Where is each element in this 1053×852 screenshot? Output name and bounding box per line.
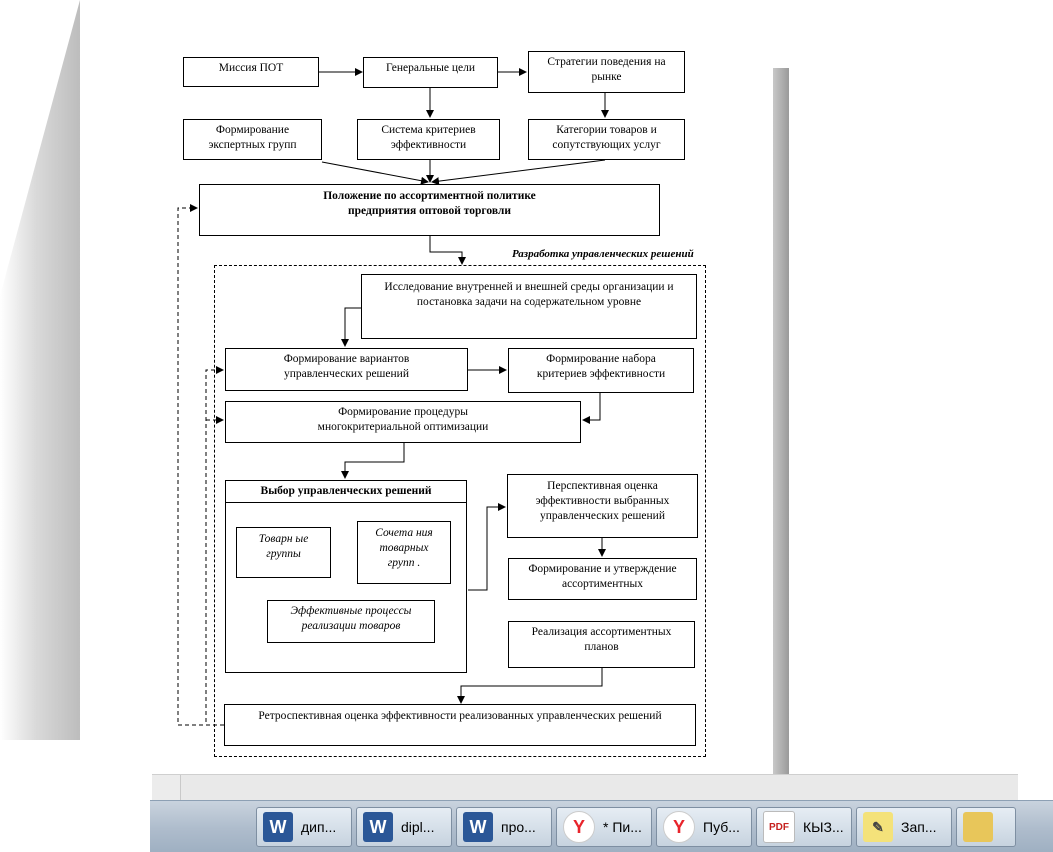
word-icon: W <box>463 812 493 842</box>
criteria-set-box: Формирование набора критериев эффективно… <box>508 348 694 393</box>
plans-approval-box: Формирование и утверждение ассортиментны… <box>508 558 697 600</box>
taskbar-label: Зап... <box>901 819 937 835</box>
windows-taskbar: W дип... W dipl... W про... Y * Пи... Y … <box>150 800 1053 852</box>
combinations-box: Сочета ния товарных групп . <box>357 521 451 584</box>
product-groups-label: Товарн ые группы <box>258 533 309 560</box>
plans-approval-label: Формирование и утверждение ассортиментны… <box>528 563 677 590</box>
product-categories-box: Категории товаров и сопутствующих услуг <box>528 119 685 160</box>
taskbar-label: dipl... <box>401 819 435 835</box>
mission-box: Миссия ПОТ <box>183 57 319 87</box>
expert-groups-box: Формирование экспертных групп <box>183 119 322 160</box>
pdf-icon: PDF <box>763 811 795 843</box>
general-goals-box: Генеральные цели <box>363 57 498 88</box>
policy-statement-label: Положение по ассортиментной политике пре… <box>323 190 536 217</box>
page-right-shadow <box>773 68 789 780</box>
criteria-system-label: Система критериев эффективности <box>381 124 476 151</box>
sticky-notes-icon: ✎ <box>863 812 893 842</box>
product-groups-box: Товарн ые группы <box>236 527 331 578</box>
decision-development-frame <box>214 265 706 757</box>
plans-realization-label: Реализация ассортиментных планов <box>531 626 672 653</box>
yandex-browser-icon: Y <box>663 811 695 843</box>
word-icon: W <box>363 812 393 842</box>
taskbar-word-doc-1[interactable]: W дип... <box>256 807 352 847</box>
mission-label: Миссия ПОТ <box>218 62 284 74</box>
taskbar-yandex-2[interactable]: Y Пуб... <box>656 807 752 847</box>
market-strategies-label: Стратегии поведения на рынке <box>547 56 666 83</box>
optimization-procedure-box: Формирование процедуры многокритериально… <box>225 401 581 443</box>
criteria-system-box: Система критериев эффективности <box>357 119 500 160</box>
decision-development-label: Разработка управленческих решений <box>512 248 694 260</box>
taskbar-label: КЫЗ... <box>803 819 844 835</box>
taskbar-explorer[interactable] <box>956 807 1016 847</box>
product-categories-label: Категории товаров и сопутствующих услуг <box>552 124 661 151</box>
expert-groups-label: Формирование экспертных групп <box>208 124 297 151</box>
document-page: Миссия ПОТ Генеральные цели Стратегии по… <box>0 0 789 780</box>
market-strategies-box: Стратегии поведения на рынке <box>528 51 685 93</box>
taskbar-label: * Пи... <box>603 819 642 835</box>
variants-forming-box: Формирование вариантов управленческих ре… <box>225 348 468 391</box>
prospective-evaluation-label: Перспективная оценка эффективности выбра… <box>535 480 670 522</box>
word-icon: W <box>263 812 293 842</box>
taskbar-yandex-1[interactable]: Y * Пи... <box>556 807 652 847</box>
taskbar-word-doc-3[interactable]: W про... <box>456 807 552 847</box>
environment-research-label: Исследование внутренней и внешней среды … <box>384 281 674 308</box>
folder-icon <box>963 812 993 842</box>
taskbar-label: про... <box>501 819 536 835</box>
retrospective-evaluation-box: Ретроспективная оценка эффективности реа… <box>224 704 696 746</box>
optimization-procedure-label: Формирование процедуры многокритериально… <box>317 406 489 433</box>
taskbar-pdf[interactable]: PDF КЫЗ... <box>756 807 852 847</box>
general-goals-label: Генеральные цели <box>385 62 476 74</box>
taskbar-word-doc-2[interactable]: W dipl... <box>356 807 452 847</box>
taskbar-label: Пуб... <box>703 819 740 835</box>
variants-forming-label: Формирование вариантов управленческих ре… <box>283 353 410 380</box>
policy-statement-box: Положение по ассортиментной политике пре… <box>199 184 660 236</box>
yandex-browser-icon: Y <box>563 811 595 843</box>
diagram-connectors <box>177 68 609 726</box>
criteria-set-label: Формирование набора критериев эффективно… <box>536 353 666 380</box>
effective-processes-label: Эффективные процессы реализации товаров <box>290 605 412 632</box>
effective-processes-box: Эффективные процессы реализации товаров <box>267 600 435 643</box>
taskbar-label: дип... <box>301 819 337 835</box>
taskbar-sticky-notes[interactable]: ✎ Зап... <box>856 807 952 847</box>
retrospective-evaluation-label: Ретроспективная оценка эффективности реа… <box>258 710 662 722</box>
plans-realization-box: Реализация ассортиментных планов <box>508 621 695 668</box>
decision-choice-title: Выбор управленческих решений <box>226 481 466 503</box>
prospective-evaluation-box: Перспективная оценка эффективности выбра… <box>507 474 698 538</box>
environment-research-box: Исследование внутренней и внешней среды … <box>361 274 697 339</box>
combinations-label: Сочета ния товарных групп . <box>375 527 433 569</box>
